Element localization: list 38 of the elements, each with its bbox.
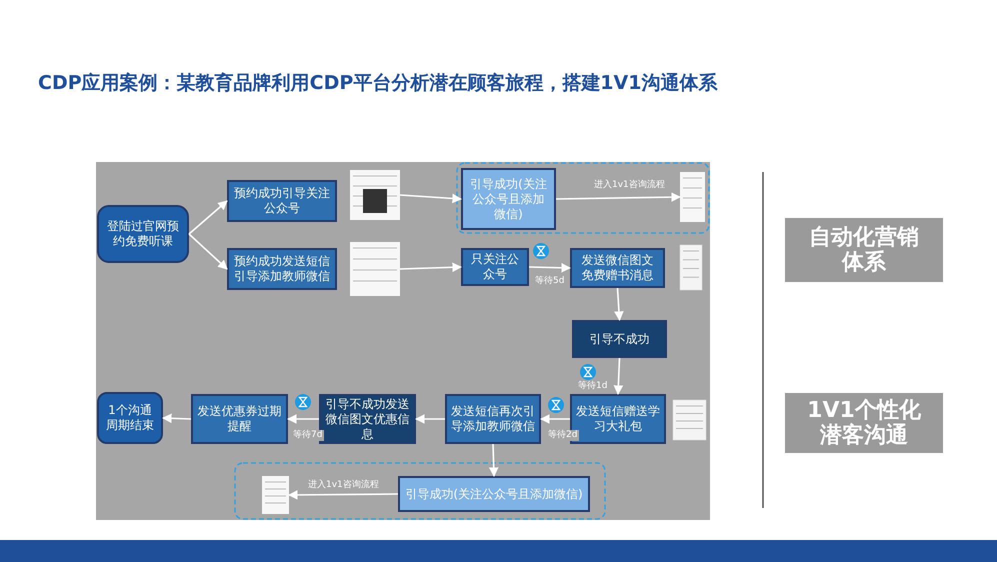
process-box: 引导成功(关注公众号且添加微信) — [398, 476, 590, 512]
rounded-box: 登陆过官网预约免费听课 — [97, 205, 189, 263]
process-box: 引导不成功 — [572, 320, 667, 358]
process-box: 只关注公众号 — [461, 248, 529, 286]
heading-box: 自动化营销体系 — [785, 218, 943, 282]
process-box: 发送微信图文免费赠书消息 — [570, 248, 665, 288]
arrow — [400, 194, 462, 204]
screenshot-picture — [262, 476, 289, 514]
arrow — [400, 262, 462, 272]
edge-label: 等待1d — [576, 381, 610, 392]
heading-box: 1V1个性化潜客沟通 — [785, 393, 943, 453]
arrow — [415, 414, 445, 424]
arrow — [614, 288, 624, 321]
screenshot-picture — [350, 170, 400, 220]
arrow — [288, 490, 398, 500]
process-box: 引导成功(关注公众号且添加微信) — [461, 168, 556, 230]
arrow — [188, 200, 228, 235]
arrow — [556, 192, 681, 202]
process-box: 预约成功引导关注公众号 — [227, 180, 337, 222]
arrow — [488, 444, 499, 477]
arrow — [162, 414, 192, 424]
process-box: 预约成功发送短信引导添加教师微信 — [227, 248, 337, 290]
edge-label: 等待2d — [546, 430, 580, 441]
arrow — [528, 263, 571, 273]
edge-label: 进入1v1咨询流程 — [592, 180, 667, 191]
screenshot-picture — [680, 172, 705, 222]
arrow — [540, 414, 570, 424]
process-box: 发送短信再次引导添加教师微信 — [445, 394, 541, 444]
arrow — [614, 358, 624, 395]
edge-label: 等待7d — [291, 430, 324, 441]
edge-label: 等待5d — [533, 276, 566, 287]
screenshot-picture — [350, 242, 400, 296]
slide-title: CDP应用案例：某教育品牌利用CDP平台分析潜在顾客旅程，搭建1V1沟通体系 — [38, 71, 718, 96]
arrow — [188, 233, 228, 270]
process-box: 发送优惠券过期提醒 — [191, 394, 288, 444]
rounded-box: 1个沟通周期结束 — [97, 392, 163, 444]
arrow — [287, 414, 319, 424]
edge-label: 进入1v1咨询流程 — [306, 480, 381, 491]
